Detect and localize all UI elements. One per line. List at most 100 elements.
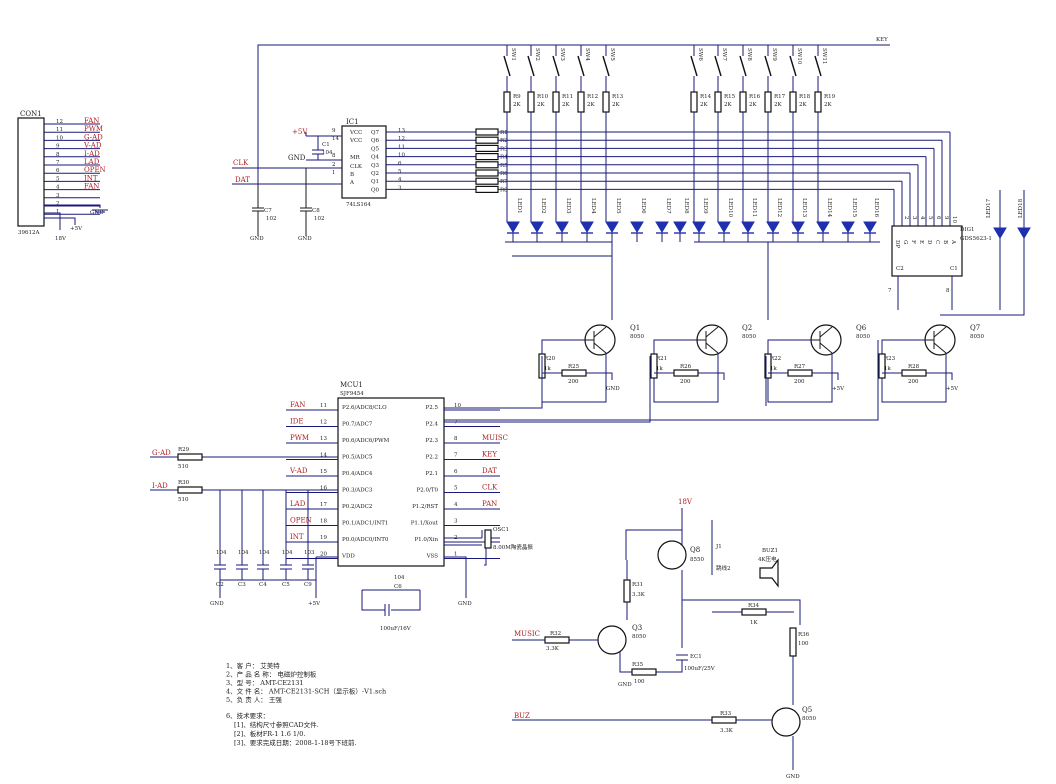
speaker-icon xyxy=(759,558,779,588)
ic1-pin-num: 14 xyxy=(332,136,339,142)
note-line: 5、负 责 人： 王强 xyxy=(226,695,282,704)
display-pin-num: 3 xyxy=(911,216,917,220)
key-resistor-ref: R18 xyxy=(799,94,811,100)
display-pin-num: 10 xyxy=(951,216,957,223)
led-label: LED13 xyxy=(801,198,807,218)
key-resistor xyxy=(764,91,772,113)
mcu-pin-name: P2.0/T0 xyxy=(417,488,439,494)
con1-pin-num: 10 xyxy=(56,135,63,141)
mcu-pin-name: VSS xyxy=(426,554,439,560)
key-resistor-ref: R14 xyxy=(700,94,712,100)
key-resistor-val: 2K xyxy=(513,102,521,108)
display-seg-label: A xyxy=(950,239,956,245)
note-tech-line: [1]、结构尺寸参照CAD文件. xyxy=(234,720,319,729)
mcu-pin-num: 16 xyxy=(320,486,327,492)
input-resistor xyxy=(177,453,203,461)
display-body xyxy=(891,225,963,277)
c8-val: 102 xyxy=(314,216,325,222)
mcu-pin-num: 18 xyxy=(320,519,327,525)
buzzer-ref: BUZ1 xyxy=(762,548,778,554)
key-resistor xyxy=(739,91,747,113)
net-key-top: KEY xyxy=(876,37,888,43)
mcu-pin-name: P0.0/ADC0/INT0 xyxy=(342,537,389,543)
driver-wire xyxy=(654,372,725,380)
display-seg-label: D xyxy=(926,240,932,245)
note-tech-line: [2]、板材FR-1 1.6 1/0. xyxy=(234,729,305,738)
status-leds: LED17 LED18 xyxy=(940,190,1031,316)
buz-wire xyxy=(512,719,794,770)
crystal-osc1: OSC1 8.00M陶瓷晶振 xyxy=(444,527,533,566)
key-resistor-ref: R11 xyxy=(562,94,573,100)
con1-pin-num: 7 xyxy=(56,160,60,166)
key-resistor xyxy=(814,91,822,113)
buzzer-wire xyxy=(625,508,683,560)
emitter-resistor-ref: R25 xyxy=(568,364,580,370)
cap-ground-bus xyxy=(219,579,316,598)
input-resistor-ref: R30 xyxy=(178,480,190,486)
mcu-left-net: OPEN xyxy=(290,517,312,525)
con1-pin-label: PWM xyxy=(84,125,103,133)
led17-icon xyxy=(993,227,1007,239)
c8-gnd: GND xyxy=(298,236,312,242)
led-icon xyxy=(506,221,520,233)
input-cap xyxy=(214,490,226,580)
key-resistor-row: R92KR102KR112KR122KR132KR142KR152KR162KR… xyxy=(503,91,836,222)
switch-label: SW4 xyxy=(584,48,590,61)
display-seg-label: G xyxy=(902,240,908,244)
crystal-val: 8.00M陶瓷晶振 xyxy=(493,543,533,551)
switch-contact xyxy=(602,55,610,77)
net-clk-left: CLK xyxy=(233,159,249,167)
con1-pin-label: G-AD xyxy=(84,133,103,141)
input-cap-val: 104 xyxy=(259,550,270,556)
ic1-pin-name: Q0 xyxy=(371,187,380,193)
key-resistor xyxy=(714,91,722,113)
input-cap-ref: C3 xyxy=(238,582,246,588)
note-line: 4、文 件 名： AMT-CE2131-SCH（显示板）-V1.sch xyxy=(226,687,386,696)
c7-gnd: GND xyxy=(250,236,264,242)
input-cap-val: 104 xyxy=(238,550,249,556)
key-resistor-val: 2K xyxy=(774,102,782,108)
con1-pin-num: 6 xyxy=(56,168,60,174)
ic1-pin-name: Q1 xyxy=(371,179,379,185)
key-resistor-ref: R19 xyxy=(824,94,836,100)
transistor-part: 8050 xyxy=(970,334,984,340)
mcu-pin-name: P2.5 xyxy=(426,405,439,411)
buzzer-gnd2: GND xyxy=(786,774,800,780)
switch-contact xyxy=(527,55,535,77)
r32-val: 3.3K xyxy=(546,646,560,652)
display-pin-num: 9 xyxy=(943,216,949,220)
mcu-ref: MCU1 xyxy=(340,381,363,389)
switch-contact xyxy=(739,55,747,77)
mcu-pin-num: 15 xyxy=(320,469,327,475)
led-label: LED2 xyxy=(540,198,546,214)
led-label: LED10 xyxy=(727,198,733,218)
led-label: LED16 xyxy=(873,198,879,218)
led-label: LED8 xyxy=(683,198,689,214)
switch-label: SW10 xyxy=(796,48,802,65)
led-icon xyxy=(717,221,731,233)
mcu-pin-num: 13 xyxy=(320,436,327,442)
transistor-ref: Q6 xyxy=(856,324,867,332)
led-label: LED5 xyxy=(615,198,621,214)
emitter-resistor-val: 200 xyxy=(680,379,691,385)
mcu: MCU1 SJF9454 P2.6/ADC8/CLO11FANP0.7/ADC7… xyxy=(286,381,508,567)
transistor-leads xyxy=(925,326,947,354)
driver-wire xyxy=(542,372,613,380)
display-part: GDS5623-1 xyxy=(960,236,992,242)
con1-pin-label: OPEN xyxy=(84,166,106,174)
segment-resistor-ref: R2 xyxy=(500,138,508,144)
r35-val: 100 xyxy=(634,679,645,685)
key-resistor-ref: R16 xyxy=(749,94,761,100)
mcu-pin-name: P2.6/ADC8/CLO xyxy=(342,405,387,411)
mcu-pin-num: 10 xyxy=(454,403,461,409)
q8-ref: Q8 xyxy=(690,546,700,554)
display-pin-num: 2 xyxy=(903,216,909,220)
con1-pin-label: LAD xyxy=(84,158,100,166)
input-cap-ref: C5 xyxy=(282,582,290,588)
mcu-pin-num: 3 xyxy=(454,519,458,525)
r31-val: 3.3K xyxy=(632,592,646,598)
switch-contact xyxy=(503,55,511,77)
mcu-part: SJF9454 xyxy=(340,391,364,397)
mcu-left-net: INT xyxy=(290,533,304,541)
con1-pin-num: 11 xyxy=(56,127,63,133)
